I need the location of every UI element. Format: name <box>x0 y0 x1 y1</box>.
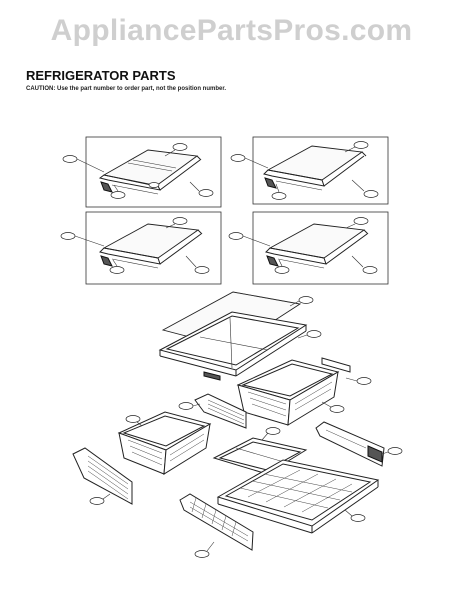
caution-note: CAUTION: Use the part number to order pa… <box>26 86 227 92</box>
shelf-panel-middle-right <box>228 211 389 285</box>
middle-cover-shelf <box>212 427 308 475</box>
page-title: REFRIGERATOR PARTS <box>26 68 176 83</box>
side-rail-right <box>315 421 403 467</box>
drawer-front-panel-left <box>72 447 133 505</box>
shelf-panel-middle-left <box>60 211 222 285</box>
site-watermark: AppliancePartsPros.com <box>50 14 413 47</box>
drawer-front-panel-right <box>178 393 247 429</box>
shelf-panel-top-right <box>230 136 389 205</box>
crisper-drawer-right <box>236 357 372 426</box>
left-drawer-rail <box>179 493 254 558</box>
crisper-drawer-left <box>117 411 212 475</box>
pan-tray-bottom <box>216 459 380 534</box>
crisper-cover-frame <box>158 311 322 381</box>
shelf-panel-top-left <box>62 136 222 208</box>
